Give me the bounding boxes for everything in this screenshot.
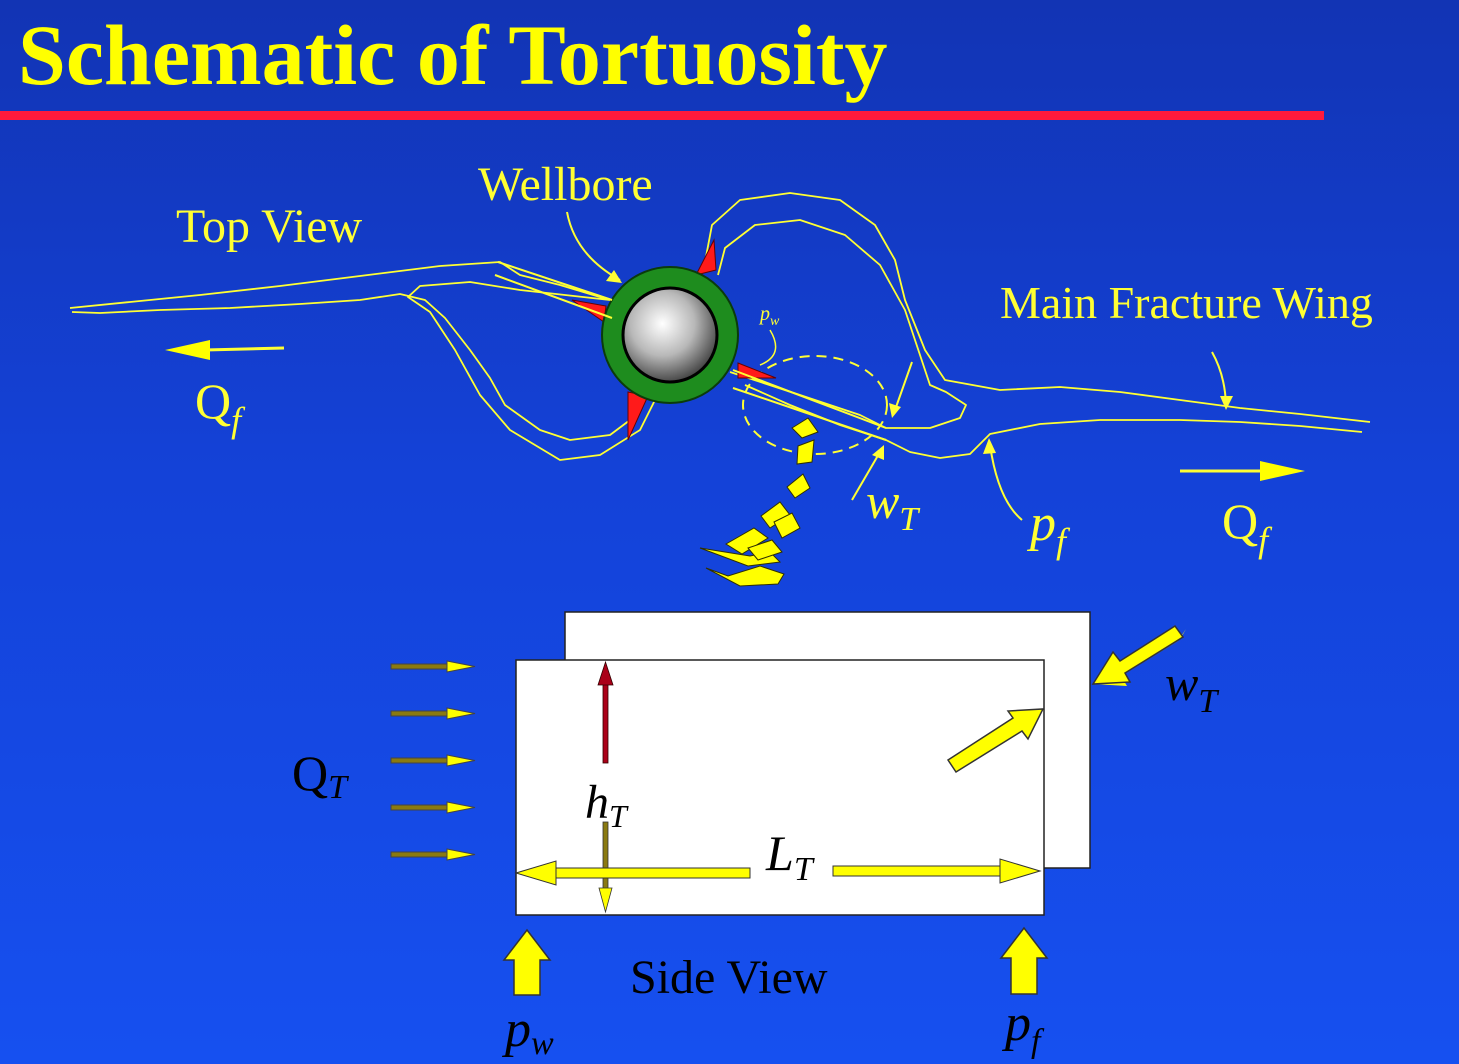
side-width-subscript: T xyxy=(1198,683,1219,720)
side-view-label: Side View xyxy=(630,951,828,1004)
flow-right-subscript: f xyxy=(1258,520,1273,560)
side-flow-label: QT xyxy=(292,745,349,806)
pf-leader xyxy=(989,444,1023,521)
side-pressure-in-subscript: w xyxy=(531,1025,554,1062)
side-flow-symbol: Q xyxy=(292,745,328,801)
length-arrow-left xyxy=(514,860,751,886)
flow-arrow-4 xyxy=(390,801,476,814)
wellbore-pressure-symbol: p xyxy=(758,303,770,325)
tortuous-zone-outline xyxy=(742,355,888,455)
tortuous-width-subscript: T xyxy=(899,501,920,538)
pressure-arrow-wellbore xyxy=(502,928,552,996)
height-subscript: T xyxy=(609,798,629,834)
wellbore-pressure-subscript: w xyxy=(770,314,780,329)
side-pressure-out-subscript: f xyxy=(1031,1023,1045,1060)
wellbore-casing xyxy=(621,286,719,384)
height-arrow xyxy=(597,660,614,914)
wt-leader-upper-tip xyxy=(889,403,901,418)
side-pressure-out-label: pf xyxy=(1001,995,1045,1060)
side-pressure-in-symbol: p xyxy=(501,1001,531,1058)
length-label: LT xyxy=(765,825,815,888)
top-view: Top View Wellbore Main Fracture Wing Qf … xyxy=(69,158,1373,587)
wellbore-pressure-label: pw xyxy=(758,303,780,329)
fracture-pressure-subscript: f xyxy=(1056,521,1071,561)
wt-leader-upper xyxy=(894,361,913,411)
pressure-arrow-fracture xyxy=(999,926,1049,995)
pw-leader xyxy=(759,329,777,366)
side-width-label: wT xyxy=(1165,655,1219,720)
slide-title: Schematic of Tortuosity xyxy=(18,7,888,103)
flow-arrow-2 xyxy=(390,707,476,720)
rock-debris xyxy=(699,417,819,587)
left-fracture-wing xyxy=(69,261,656,461)
title-underline xyxy=(0,111,1324,120)
side-view: QT hT LT wT Side View pw pf xyxy=(292,611,1219,1062)
side-pressure-out-symbol: p xyxy=(1001,995,1031,1052)
pf-leader-tip xyxy=(983,438,996,454)
length-symbol: L xyxy=(765,825,794,881)
width-arrow-inner xyxy=(946,708,1045,774)
width-arrow-outer xyxy=(1091,624,1186,686)
flow-arrow-3 xyxy=(390,754,476,767)
fracture-pressure-label: pf xyxy=(1026,495,1071,561)
length-subscript: T xyxy=(794,851,815,888)
tortuous-width-symbol: w xyxy=(866,473,899,529)
side-pressure-in-label: pw xyxy=(501,1001,554,1062)
flow-arrow-left xyxy=(165,340,285,360)
wellbore-leader xyxy=(566,211,621,281)
wellbore-leader-tip xyxy=(606,270,622,283)
side-flow-subscript: T xyxy=(328,769,349,806)
top-view-label: Top View xyxy=(176,200,363,253)
length-arrow-right xyxy=(832,858,1042,884)
perforation-upper xyxy=(695,238,717,276)
flow-arrow-right xyxy=(1180,461,1305,481)
wt-leader-tip xyxy=(872,445,884,460)
perforation-left xyxy=(571,299,607,323)
wellbore-label: Wellbore xyxy=(478,158,653,211)
flow-left-symbol: Q xyxy=(195,373,231,429)
main-fracture-wing-label: Main Fracture Wing xyxy=(1000,277,1373,328)
flow-right-symbol: Q xyxy=(1222,493,1258,549)
side-width-symbol: w xyxy=(1165,655,1198,711)
height-label: hT xyxy=(585,776,629,834)
fracture-entry-lines xyxy=(494,261,887,441)
tortuous-width-label: wT xyxy=(866,473,920,538)
flow-arrow-1 xyxy=(390,660,476,673)
wt-leader xyxy=(851,451,881,501)
flow-left-subscript: f xyxy=(231,400,246,440)
fracture-pressure-symbol: p xyxy=(1026,495,1056,552)
wing-leader-tip xyxy=(1220,396,1233,410)
flow-left-label: Qf xyxy=(195,373,246,440)
flow-right-label: Qf xyxy=(1222,493,1273,560)
flow-arrow-5 xyxy=(390,848,476,861)
perforation-right xyxy=(737,362,777,379)
height-symbol: h xyxy=(585,776,609,829)
incoming-flow-arrows xyxy=(390,660,476,861)
